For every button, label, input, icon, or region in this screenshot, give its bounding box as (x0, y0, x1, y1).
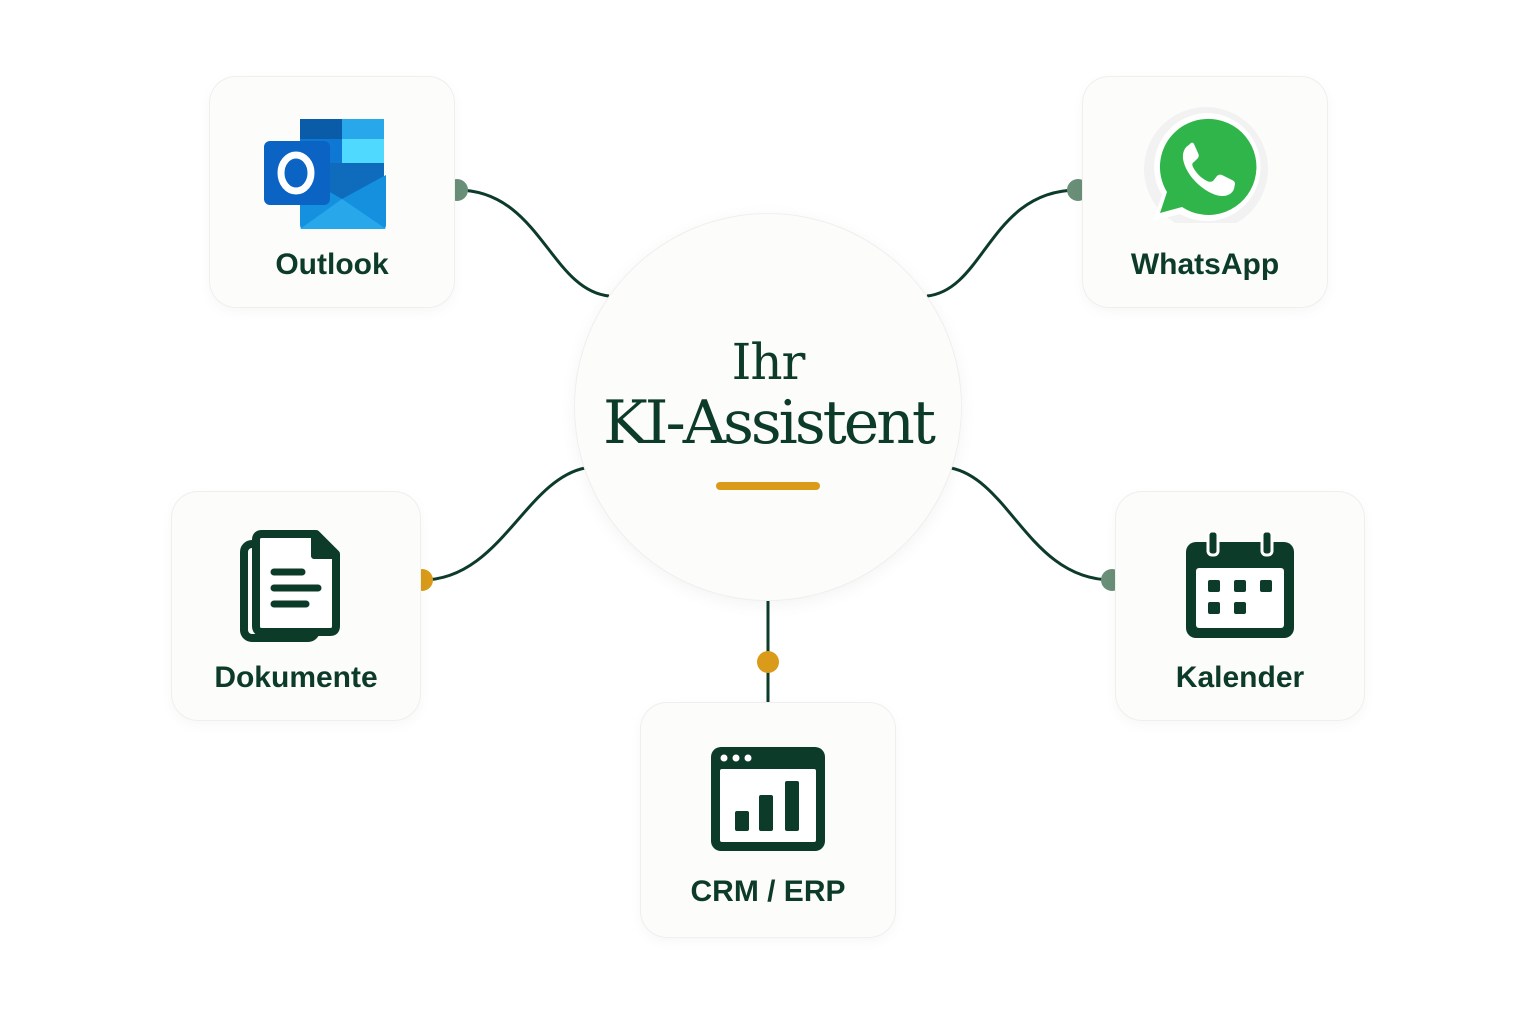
node-calendar: Kalender (1116, 492, 1364, 720)
node-label-whatsapp: WhatsApp (1130, 248, 1280, 281)
node-whatsapp: WhatsApp (1083, 77, 1327, 307)
node-documents: Dokumente (172, 492, 420, 720)
connector-outlook (456, 188, 610, 298)
node-outlook: Outlook (210, 77, 454, 307)
connector-whatsapp (926, 188, 1079, 298)
node-label-documents: Dokumente (214, 661, 378, 694)
documents-icon (238, 528, 342, 644)
connector-calendar (950, 466, 1113, 582)
connector-documents (421, 466, 586, 582)
node-label-outlook: Outlook (275, 248, 389, 281)
hub-title-line1: Ihr (731, 333, 806, 391)
outlook-icon (262, 117, 388, 231)
dashboard-chart-icon (707, 743, 829, 855)
node-crm-erp: CRM / ERP (641, 703, 895, 937)
hub-underline (716, 482, 820, 490)
ai-assistant-hub: Ihr KI-Assistent (575, 214, 961, 600)
connector-dot-crm (757, 651, 779, 673)
node-label-calendar: Kalender (1175, 661, 1305, 694)
calendar-icon (1182, 528, 1298, 642)
whatsapp-icon (1143, 107, 1269, 223)
hub-title-line2: KI-Assistent (602, 388, 936, 458)
node-label-crm-erp: CRM / ERP (690, 875, 846, 908)
